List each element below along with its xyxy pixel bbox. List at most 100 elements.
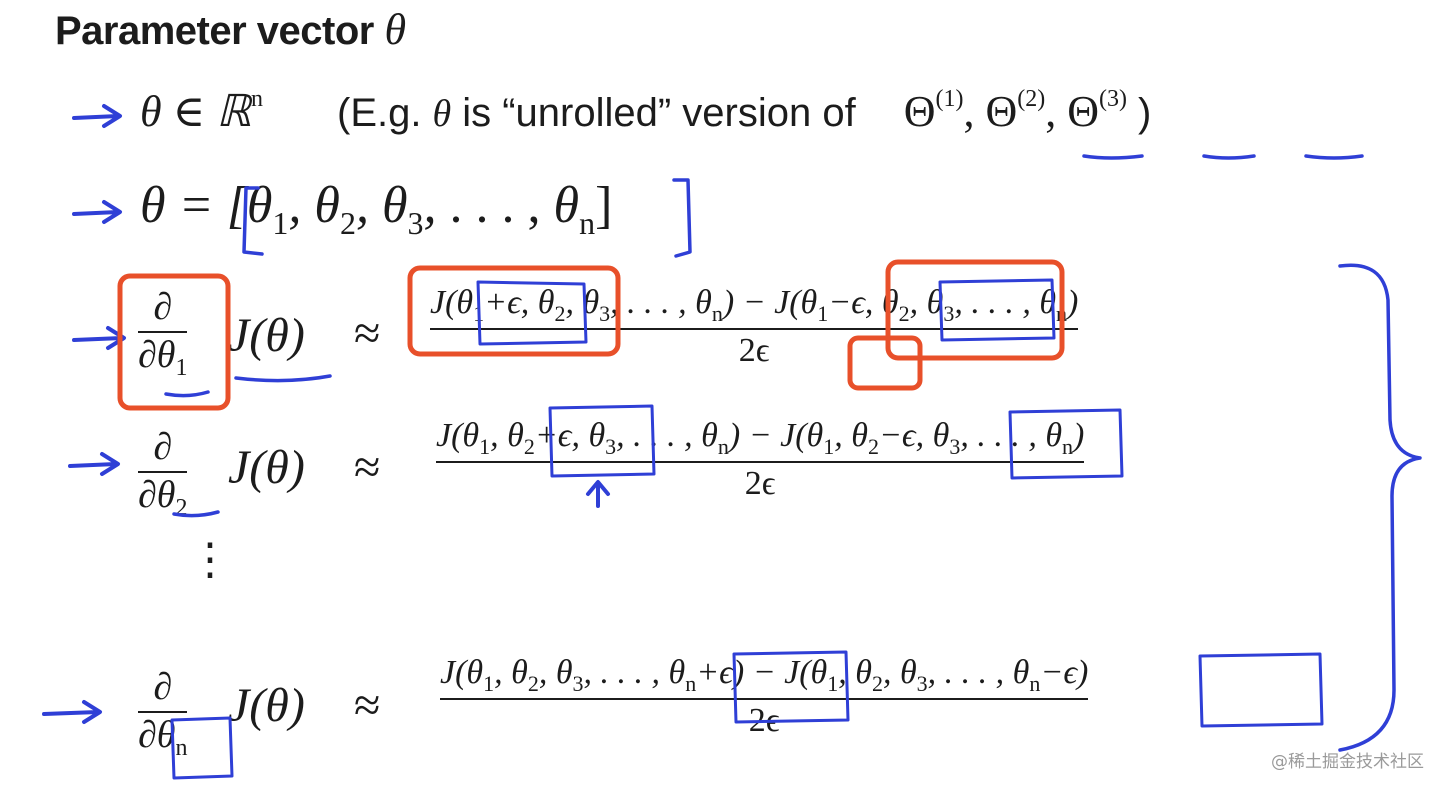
fd-sub-e: 1 [827,671,839,696]
fd-sub-h: n [1056,301,1068,326]
big-theta-3: Θ [1067,87,1099,136]
arrow-icon [72,200,122,224]
line2-sep1: , [288,177,302,234]
arrow-icon [68,452,120,476]
fd-denominator: 2ϵ [738,332,770,370]
fd-part-b: , θ [490,417,524,454]
fd-part-c: , θ [538,654,573,691]
fd-part-g: , θ [882,654,917,691]
fd-part-d: , . . . , θ [610,284,712,321]
fd-sub-g: 3 [949,434,961,459]
fd-part-a: J(θ [440,654,484,691]
line1-note-open: (E.g. [337,91,422,135]
approx-2: ≈ [354,441,381,494]
big-theta-1: Θ [903,87,936,136]
fd-part-d: , . . . , θ [616,417,718,454]
fd-sub-f: 2 [898,301,910,326]
fd-part-f: , θ [834,417,868,454]
line2-sep3: , [423,177,437,234]
fd-part-f: , θ [838,654,872,691]
fd-sub-f: 2 [867,434,879,459]
line2-s2: 2 [339,205,356,241]
fd-part-e: ) − J(θ [728,417,824,454]
fd-sub-a: 1 [479,434,491,459]
fd-part-d: , . . . , θ [583,654,686,691]
j-theta-2: J(θ) [228,441,305,494]
fd-sub-d: n [717,434,729,459]
finite-difference-1: J(θ1+ϵ, θ2, θ3, . . . , θn) − J(θ1−ϵ, θ2… [430,285,1079,370]
fd-sub-a: 1 [473,301,485,326]
title-theta: θ [384,5,406,54]
fraction-bar [430,328,1079,331]
fd-part-f: −ϵ, θ [828,284,899,321]
big-theta-2-sup: (2) [1017,86,1046,112]
fd-sub-c: 3 [599,301,611,326]
underline-mark [1202,154,1256,160]
approx-n: ≈ [354,679,381,732]
line1-note-close: ) [1137,91,1152,135]
vertical-ellipsis: ⋮ [188,535,232,584]
partial-theta-n: ∂ ∂θn [138,666,188,761]
partial-num: ∂ [153,666,173,708]
fd-part-b: +ϵ, θ [484,284,555,321]
underline-mark [234,374,332,383]
line2-sep2: , [355,177,369,234]
line2-ellipsis: . . . , [449,177,541,234]
arrow-icon [42,700,102,724]
comma-1: , [963,87,975,136]
fd-part-i: ) [1067,284,1079,321]
fd-sub-f: 2 [871,671,883,696]
partial-den: ∂θ1 [138,335,187,381]
partial-den: ∂θn [138,713,188,761]
partial-den-sub: n [175,734,188,761]
partial-den-text: ∂θ [138,713,176,756]
line-theta-vector: θ = [θ1, θ2, θ3, . . . , θn] [140,176,612,242]
fd-part-h: , . . . , θ [954,284,1057,321]
line2-lhs: θ = [ [140,177,247,234]
fd-sub-g: 3 [916,671,928,696]
fd-part-i: ) [1073,417,1085,454]
fraction-bar [138,470,188,473]
fraction-bar [440,698,1089,701]
line2-tn: θ [553,177,580,234]
approx-1: ≈ [354,307,381,360]
line1-note-theta: θ [432,93,452,135]
fd-part-h: , . . . , θ [960,417,1063,454]
fd-sub-c: 3 [572,671,584,696]
fd-part-a: J(θ [430,284,474,321]
fd-part-c: , θ [565,284,600,321]
big-theta-3-sup: (3) [1099,86,1127,112]
fd-numerator: J(θ1, θ2+ϵ, θ3, . . . , θn) − J(θ1, θ2−ϵ… [436,418,1084,458]
line-theta-in-rn: θ ∈ ℝn (E.g. θ is “unrolled” version of … [140,86,1151,137]
fd-denominator: 2ϵ [748,702,780,740]
fd-part-g: , θ [909,284,944,321]
fd-numerator: J(θ1+ϵ, θ2, θ3, . . . , θn) − J(θ1−ϵ, θ2… [430,285,1078,325]
fd-sub-b: 2 [527,671,539,696]
line1-note-text: is “unrolled” version of [462,91,856,135]
partial-num: ∂ [153,426,173,468]
fd-sub-b: 2 [554,301,566,326]
fd-sub-h: n [1029,671,1041,696]
line2-s3: 3 [407,205,424,241]
j-theta-n: J(θ) [228,679,305,732]
fd-denominator: 2ϵ [744,465,776,503]
underline-mark [1082,154,1144,160]
fd-part-c: +ϵ, θ [534,417,606,454]
finite-difference-2: J(θ1, θ2+ϵ, θ3, . . . , θn) − J(θ1, θ2−ϵ… [436,418,1085,503]
watermark: @稀土掘金技术社区 [1271,752,1424,772]
bracket-mark [672,178,692,258]
partial-num: ∂ [153,286,173,328]
fd-part-i: −ϵ) [1040,654,1089,691]
fraction-bar [436,461,1085,464]
partial-theta-2: ∂ ∂θ2 [138,426,188,521]
right-brace-mark [1338,263,1422,752]
title-text: Parameter vector [55,9,374,53]
j-theta-1: J(θ) [228,309,305,362]
big-theta-1-sup: (1) [935,86,964,112]
line2-t1: θ [246,177,273,234]
line2-t2: θ [314,177,340,234]
fd-numerator: J(θ1, θ2, θ3, . . . , θn+ϵ) − J(θ1, θ2, … [440,655,1088,695]
fraction-bar [138,330,188,333]
arrow-icon [72,104,122,128]
